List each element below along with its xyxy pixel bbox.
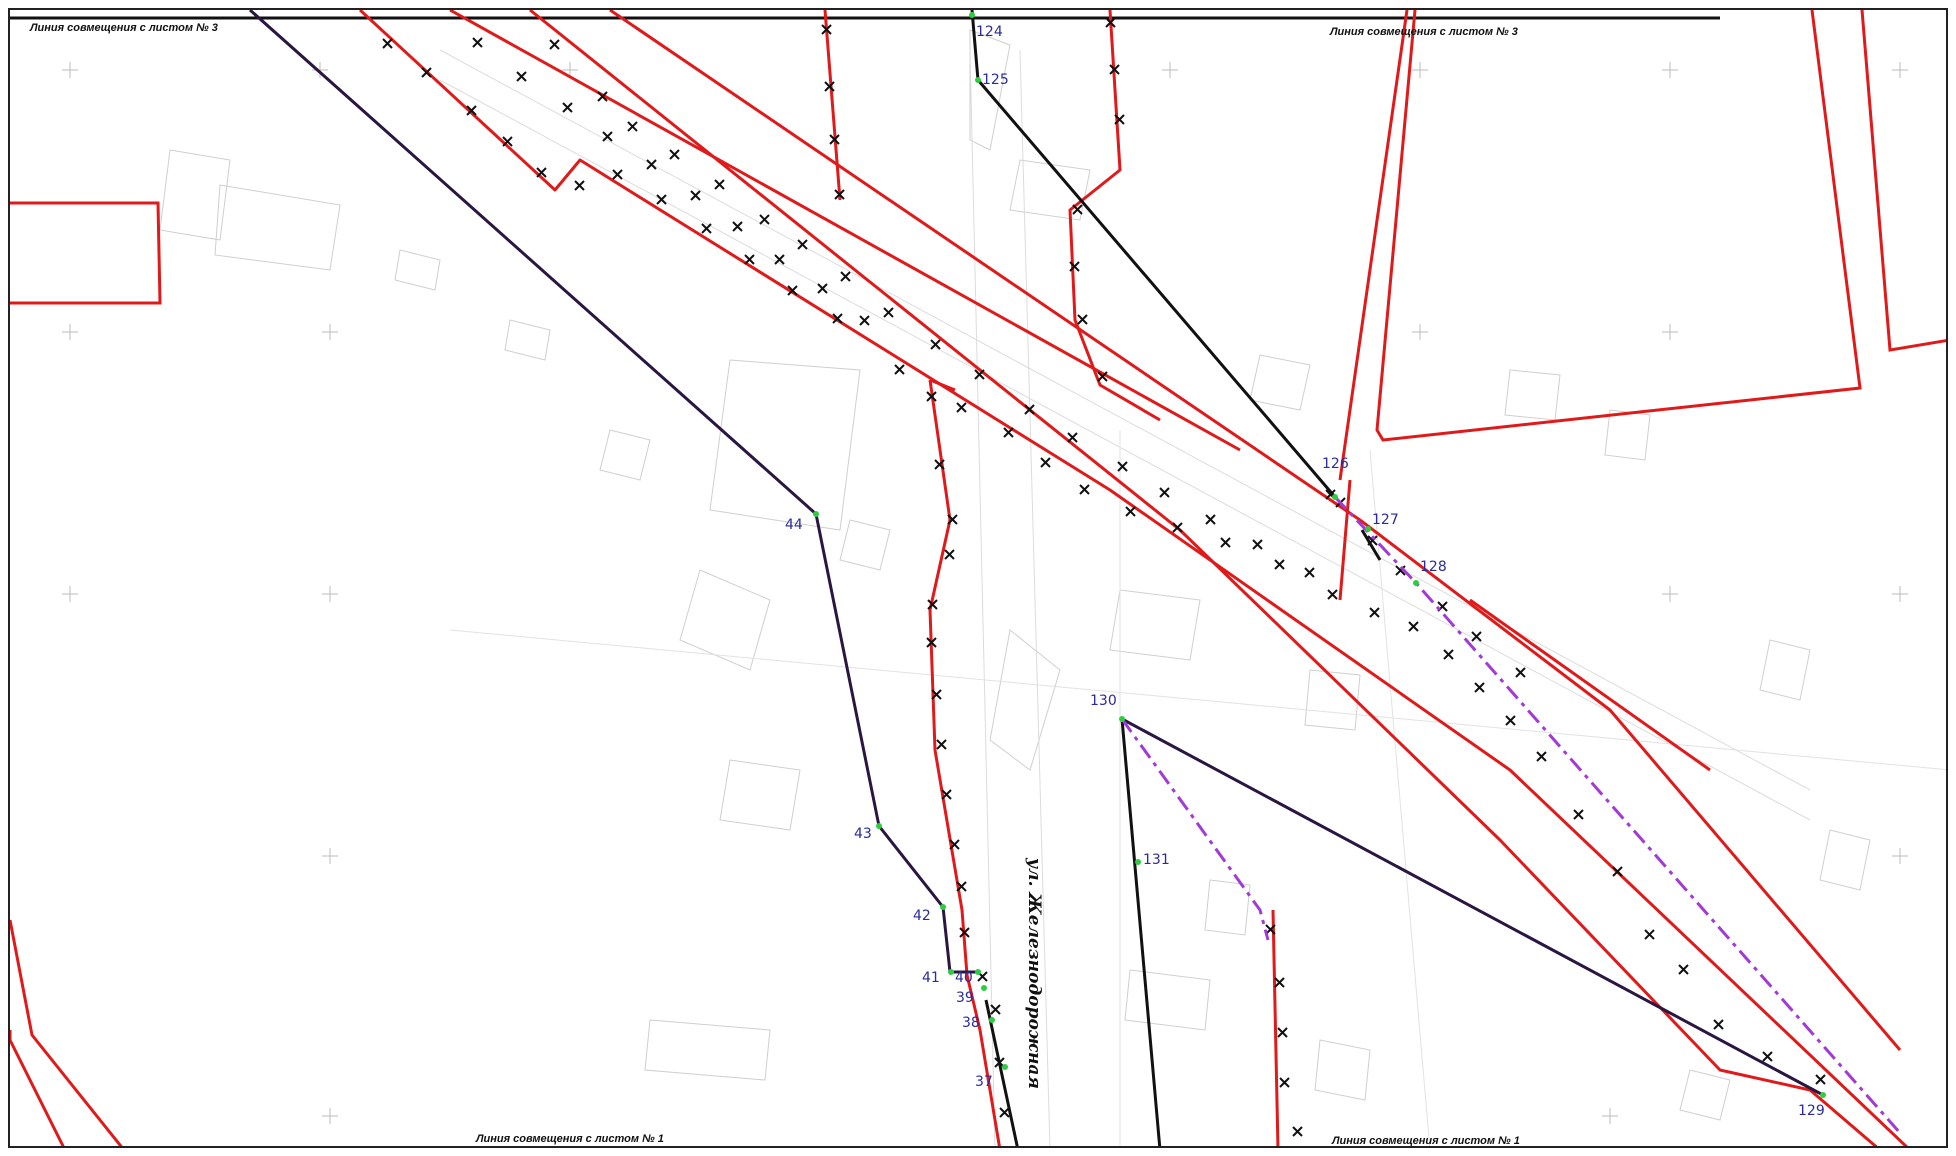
point-label-128: 128 bbox=[1420, 559, 1447, 575]
street-name-label: ул. Железнодорожная bbox=[1024, 858, 1044, 1089]
point-marker-37 bbox=[1002, 1064, 1008, 1070]
point-label-41: 41 bbox=[922, 970, 940, 986]
point-marker-129 bbox=[1820, 1092, 1826, 1098]
point-marker-131 bbox=[1135, 859, 1141, 865]
point-marker-130 bbox=[1119, 716, 1125, 722]
point-marker-125 bbox=[975, 77, 981, 83]
point-label-130: 130 bbox=[1090, 693, 1117, 709]
point-label-126: 126 bbox=[1322, 456, 1349, 472]
map-sheet: Линия совмещения с листом № 3 Линия совм… bbox=[8, 8, 1948, 1148]
cross-markers bbox=[382, 17, 1826, 1137]
point-marker-43 bbox=[876, 823, 882, 829]
point-marker-41 bbox=[948, 969, 954, 975]
point-label-37: 37 bbox=[975, 1074, 993, 1090]
point-marker-42 bbox=[940, 904, 946, 910]
map-canvas bbox=[10, 10, 1946, 1146]
sheet-join-label-top-right: Линия совмещения с листом № 3 bbox=[1330, 26, 1518, 38]
base-map bbox=[159, 29, 1946, 1146]
point-label-43: 43 bbox=[854, 826, 872, 842]
point-label-124: 124 bbox=[976, 24, 1003, 40]
land-plot-boundaries bbox=[10, 10, 1946, 1146]
point-label-129: 129 bbox=[1798, 1103, 1825, 1119]
point-marker-127 bbox=[1365, 526, 1371, 532]
point-marker-126 bbox=[1332, 494, 1338, 500]
red-boundary-lines bbox=[358, 10, 1908, 1146]
point-label-127: 127 bbox=[1372, 512, 1399, 528]
point-label-131: 131 bbox=[1143, 852, 1170, 868]
dark-boundary-lines bbox=[249, 10, 1824, 1097]
sheet-join-label-bottom-left: Линия совмещения с листом № 1 bbox=[476, 1133, 664, 1145]
grid-crosses bbox=[62, 62, 1908, 1124]
point-marker-38 bbox=[989, 1017, 995, 1023]
sheet-join-label-bottom-right: Линия совмещения с листом № 1 bbox=[1332, 1135, 1520, 1147]
point-marker-124 bbox=[969, 12, 975, 18]
point-label-44: 44 bbox=[785, 517, 803, 533]
point-label-38: 38 bbox=[962, 1015, 980, 1031]
sheet-join-lines bbox=[10, 16, 1720, 20]
point-label-40: 40 bbox=[955, 970, 973, 986]
survey-point-markers bbox=[813, 12, 1826, 1098]
point-label-125: 125 bbox=[982, 72, 1009, 88]
boundary-44-line bbox=[249, 10, 978, 974]
point-marker-40 bbox=[975, 969, 981, 975]
point-label-39: 39 bbox=[956, 990, 974, 1006]
point-marker-44 bbox=[813, 511, 819, 517]
point-marker-128 bbox=[1413, 580, 1419, 586]
sheet-join-label-top-left: Линия совмещения с листом № 3 bbox=[30, 22, 218, 34]
boundary-130-129 bbox=[1121, 717, 1824, 1097]
point-marker-39 bbox=[981, 985, 987, 991]
purple-dashed-lines bbox=[1120, 495, 1902, 1134]
point-label-42: 42 bbox=[913, 908, 931, 924]
